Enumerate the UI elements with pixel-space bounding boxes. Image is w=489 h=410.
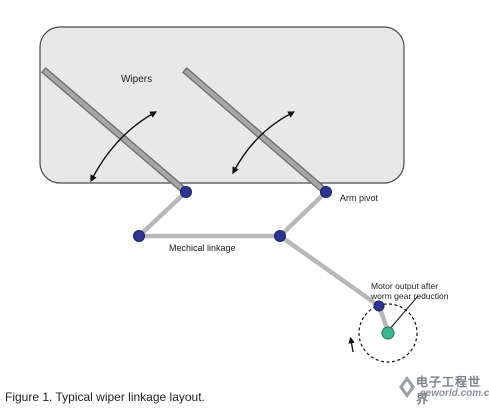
- eeworld-logo-icon: [399, 376, 415, 398]
- watermark-site: eeworld.com.cn: [420, 388, 489, 399]
- left-sweep-arrow: [90, 111, 158, 183]
- motor-output-hub: [381, 326, 395, 340]
- watermark-chinese: 电子工程世界: [416, 375, 482, 406]
- linkage-label: Mechical linkage: [169, 243, 236, 253]
- right-arm-pivot-joint: [320, 186, 332, 198]
- motor-label-line1: Motor output after: [371, 281, 439, 291]
- figure-caption: Figure 1. Typical wiper linkage layout.: [5, 390, 205, 404]
- crank-joint: [373, 300, 385, 312]
- left-arm-pivot-joint: [180, 186, 192, 198]
- motor-leader-line: [387, 295, 419, 332]
- left-linkage-joint: [133, 230, 145, 242]
- right-sweep-arrow: [232, 111, 296, 175]
- arm-pivot-label: Arm pivot: [340, 193, 379, 203]
- center-linkage-joint: [274, 230, 286, 242]
- motor-label: Motor output after worm gear reduction: [371, 281, 449, 302]
- mechanical-linkage: [136, 189, 391, 334]
- motor-rotation-path: [358, 303, 418, 363]
- motor-rotation-arrow: [348, 336, 355, 353]
- eeworld-watermark: 电子工程世界 eeworld.com.cn: [398, 372, 489, 406]
- motor-label-line2: worm gear reduction: [371, 290, 449, 301]
- wipers-label: Wipers: [121, 74, 153, 85]
